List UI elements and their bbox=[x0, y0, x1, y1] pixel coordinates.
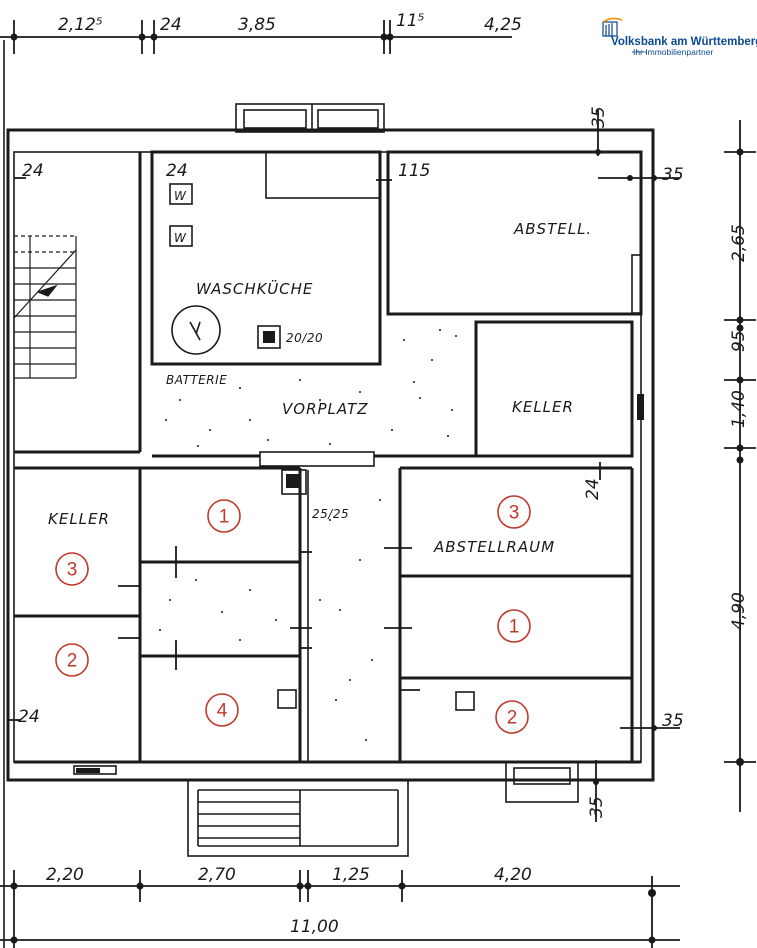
interior-walls bbox=[14, 150, 644, 775]
floor-drain-icon-2 bbox=[455, 691, 475, 711]
fixtures: W W 20/20 25/25 bbox=[169, 183, 475, 711]
washer-box-2 bbox=[169, 225, 193, 247]
window-right bbox=[637, 394, 644, 420]
room-vorplatz: VORPLATZ bbox=[282, 400, 369, 418]
chimney-a-label: 20/20 bbox=[286, 331, 323, 345]
exterior-walls bbox=[6, 103, 655, 857]
room-badge-4: 2 bbox=[55, 643, 89, 677]
dim-right-2: 95 bbox=[729, 330, 749, 352]
room-abstellraum: ABSTELLRAUM bbox=[433, 538, 555, 556]
light-shaft bbox=[73, 765, 117, 775]
mark-wash: 24 bbox=[166, 161, 188, 181]
washer-label-2: W bbox=[174, 231, 187, 245]
mark-right-lower: 35 bbox=[662, 711, 684, 731]
dim-top-4: 11⁵ bbox=[396, 11, 425, 31]
room-labels: WASCHKÜCHE ABSTELL. VORPLATZ KELLER KELL… bbox=[48, 220, 592, 556]
wall-marks: 35 35 24 24 115 24 24 35 35 bbox=[8, 106, 684, 822]
svg-text:2: 2 bbox=[67, 651, 78, 672]
bank-logo: Volksbank am Württemberg Ihr Immobilienp… bbox=[602, 17, 757, 57]
room-badge-2: 3 bbox=[497, 495, 531, 529]
dim-top-5: 4,25 bbox=[484, 15, 522, 35]
chimney-b-label: 25/25 bbox=[312, 507, 349, 521]
room-keller-left: KELLER bbox=[48, 510, 110, 528]
room-badge-7: 2 bbox=[495, 700, 529, 734]
interior-stair bbox=[13, 235, 77, 379]
dim-right-4: 4,90 bbox=[729, 592, 749, 630]
stipple-vorplatz bbox=[165, 329, 457, 447]
svg-text:2: 2 bbox=[507, 708, 518, 729]
room-batterie: BATTERIE bbox=[166, 373, 227, 387]
logo-tagline: Ihr Immobilienpartner bbox=[633, 47, 713, 57]
dim-right-1: 2,65 bbox=[729, 224, 749, 262]
right-dimension-line: 2,65 95 1,40 4,90 bbox=[724, 120, 756, 812]
dim-top-3: 3,85 bbox=[238, 15, 276, 35]
washer-box-1 bbox=[169, 183, 193, 205]
room-waschkueche: WASCHKÜCHE bbox=[196, 279, 313, 298]
chimney-a-icon bbox=[257, 325, 281, 349]
svg-text:3: 3 bbox=[67, 560, 78, 581]
mark-abstell: 115 bbox=[398, 161, 430, 181]
mark-bottom: 35 bbox=[587, 796, 607, 818]
dim-total: 11,00 bbox=[290, 917, 339, 937]
washer-label-1: W bbox=[174, 189, 187, 203]
dim-bottom-1: 2,20 bbox=[46, 865, 84, 885]
room-abstell: ABSTELL. bbox=[513, 220, 592, 238]
mark-left-lower: 24 bbox=[18, 707, 40, 727]
exterior-stair bbox=[187, 779, 409, 857]
logo-emblem-icon bbox=[602, 17, 623, 37]
mark-top-right: 35 bbox=[589, 106, 609, 128]
svg-text:1: 1 bbox=[509, 617, 520, 638]
dim-bottom-3: 1,25 bbox=[332, 865, 370, 885]
svg-text:1: 1 bbox=[219, 507, 230, 528]
dim-bottom-4: 4,20 bbox=[494, 865, 532, 885]
svg-text:4: 4 bbox=[217, 701, 228, 722]
top-dimension-line: 2,12⁵ 24 3,85 11⁵ 4,25 bbox=[0, 11, 522, 54]
floor-drain-icon-1 bbox=[277, 689, 297, 709]
dim-bottom-2: 2,70 bbox=[198, 865, 236, 885]
svg-text:3: 3 bbox=[509, 503, 520, 524]
mark-keller-right: 24 bbox=[583, 478, 603, 500]
room-badge-6: 4 bbox=[205, 693, 239, 727]
bottom-dimension-line: 2,20 2,70 1,25 4,20 11,00 bbox=[0, 865, 680, 948]
stipple-corridor bbox=[159, 499, 381, 741]
room-badge-3: 3 bbox=[55, 552, 89, 586]
room-badge-1: 1 bbox=[207, 499, 241, 533]
dim-top-1: 2,12⁵ bbox=[58, 15, 103, 35]
drain-icon bbox=[171, 305, 221, 355]
chimney-b-icon bbox=[281, 469, 307, 495]
dim-top-2: 24 bbox=[160, 15, 182, 35]
room-badge-5: 1 bbox=[497, 609, 531, 643]
logo-name: Volksbank am Württemberg bbox=[611, 36, 757, 48]
room-keller-right: KELLER bbox=[512, 398, 574, 416]
mark-left: 24 bbox=[22, 161, 44, 181]
window-top bbox=[235, 103, 385, 133]
dim-right-3: 1,40 bbox=[729, 390, 749, 428]
mark-right-upper: 35 bbox=[662, 165, 684, 185]
